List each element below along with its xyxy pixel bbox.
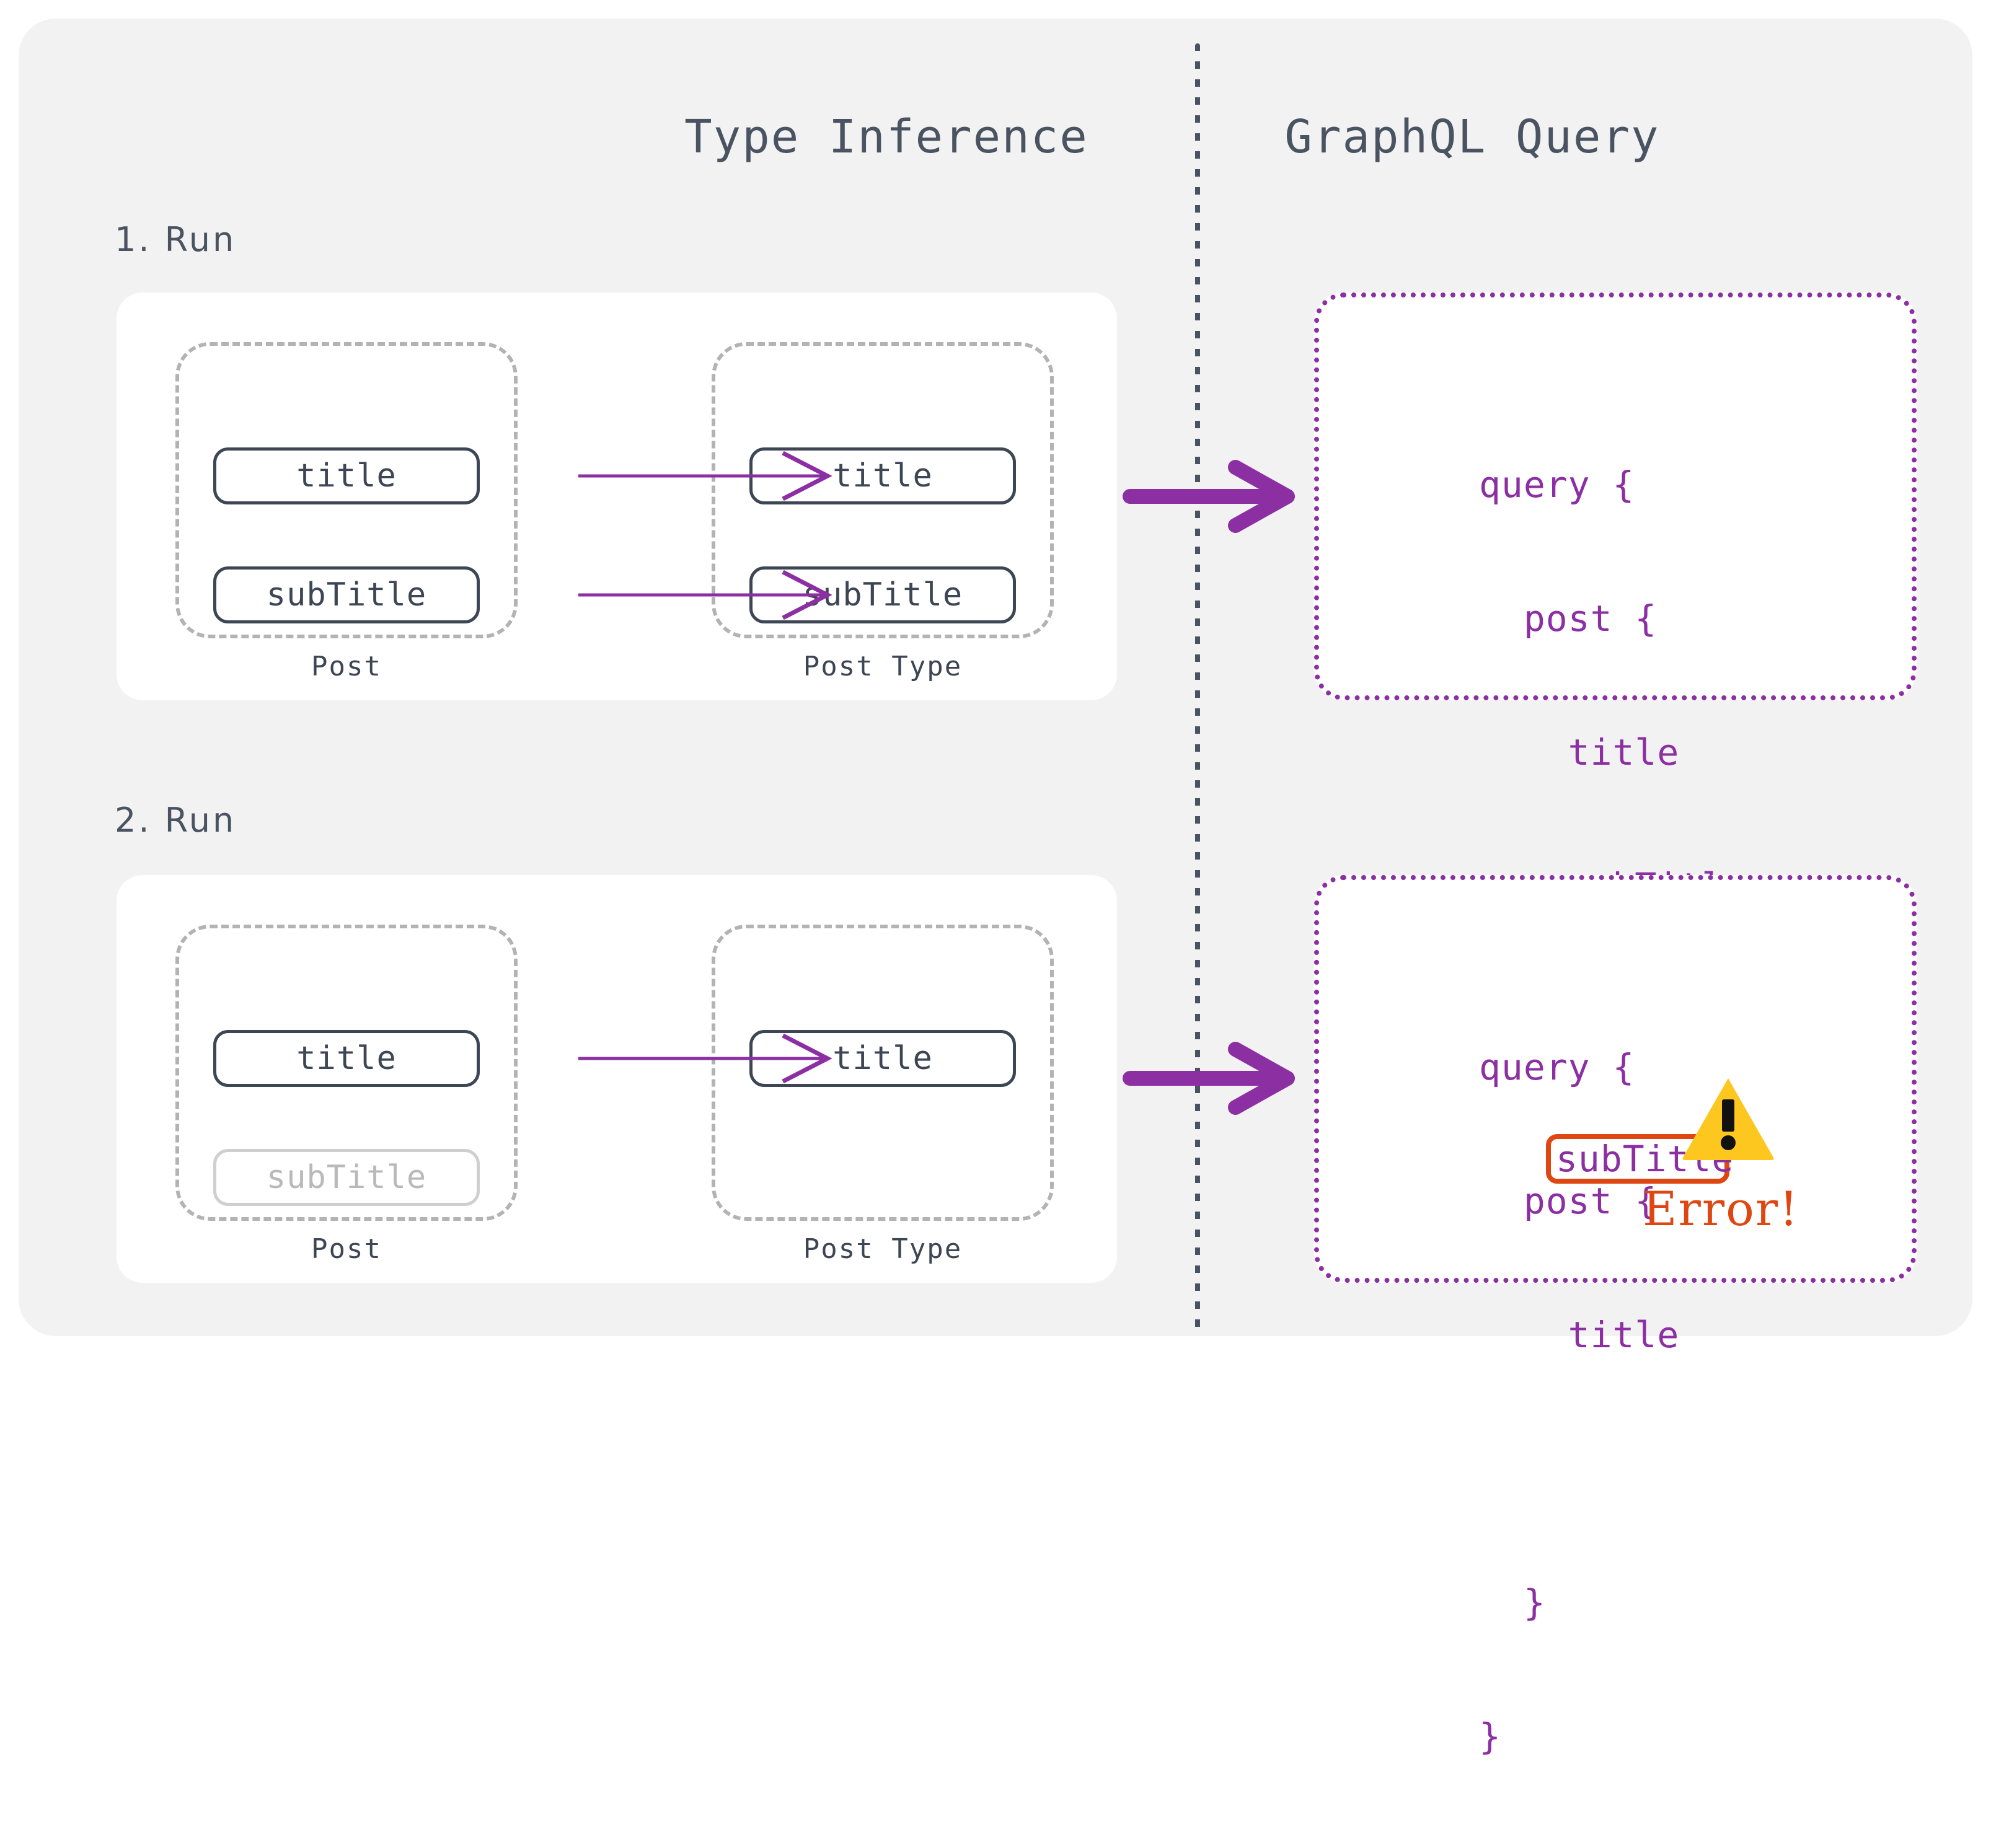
graphql-query-panel-run-2: query { post { title } } subTitle Error! <box>1314 875 1917 1758</box>
run-label-2: 2. Run <box>115 801 237 840</box>
run-label-1: 1. Run <box>115 220 237 259</box>
target-group-run-2 <box>712 925 1054 1221</box>
flow-arrow-run-2 <box>1123 1042 1295 1115</box>
source-field-title-run-1: title <box>213 447 480 504</box>
column-heading-graphql-query: GraphQL Query <box>1284 110 1660 164</box>
warning-triangle-icon <box>1682 1078 1774 1160</box>
source-field-subtitle-run-2: subTitle <box>213 1149 480 1206</box>
source-group-run-1 <box>175 342 518 638</box>
source-group-run-2 <box>175 925 518 1221</box>
mapping-arrow-title-run-2 <box>578 1033 832 1084</box>
error-status-text: Error! <box>1643 1181 1799 1236</box>
graphql-query-panel-run-1: query { post { title subTitle } } <box>1314 293 1917 1175</box>
mapping-arrow-subtitle-run-1 <box>578 570 832 620</box>
source-group-label-run-2: Post <box>311 1233 382 1265</box>
column-heading-type-inference: Type Inference <box>684 110 1088 164</box>
graphql-query-code-run-2: query { post { title } } <box>1479 956 1679 1848</box>
source-group-label-run-1: Post <box>311 651 382 682</box>
query-line: title <box>1479 1314 1680 1356</box>
query-line: title <box>1479 731 1680 773</box>
source-field-title-run-2: title <box>213 1030 480 1087</box>
diagram-frame: Type Inference GraphQL Query 1. Run titl… <box>19 19 1972 1758</box>
target-group-label-run-2: Post Type <box>803 1233 963 1265</box>
source-field-subtitle-run-1: subTitle <box>213 566 480 623</box>
query-line: query { <box>1479 464 1635 506</box>
inference-card-run-1: title subTitle Post title subTitle Post … <box>117 293 1117 700</box>
query-line: } <box>1479 1582 1546 1624</box>
query-line: post { <box>1479 1180 1658 1222</box>
query-line: } <box>1479 1715 1501 1758</box>
query-line: query { <box>1479 1046 1635 1088</box>
flow-arrow-run-1 <box>1123 460 1295 533</box>
inference-card-run-2: title subTitle Post title Post Type <box>117 875 1117 1283</box>
vertical-divider <box>1195 43 1200 1332</box>
mapping-arrow-title-run-1 <box>578 451 832 501</box>
target-group-run-1 <box>712 342 1054 638</box>
query-line <box>1479 1446 1679 1491</box>
query-line: post { <box>1479 597 1658 640</box>
target-group-label-run-1: Post Type <box>803 651 963 682</box>
